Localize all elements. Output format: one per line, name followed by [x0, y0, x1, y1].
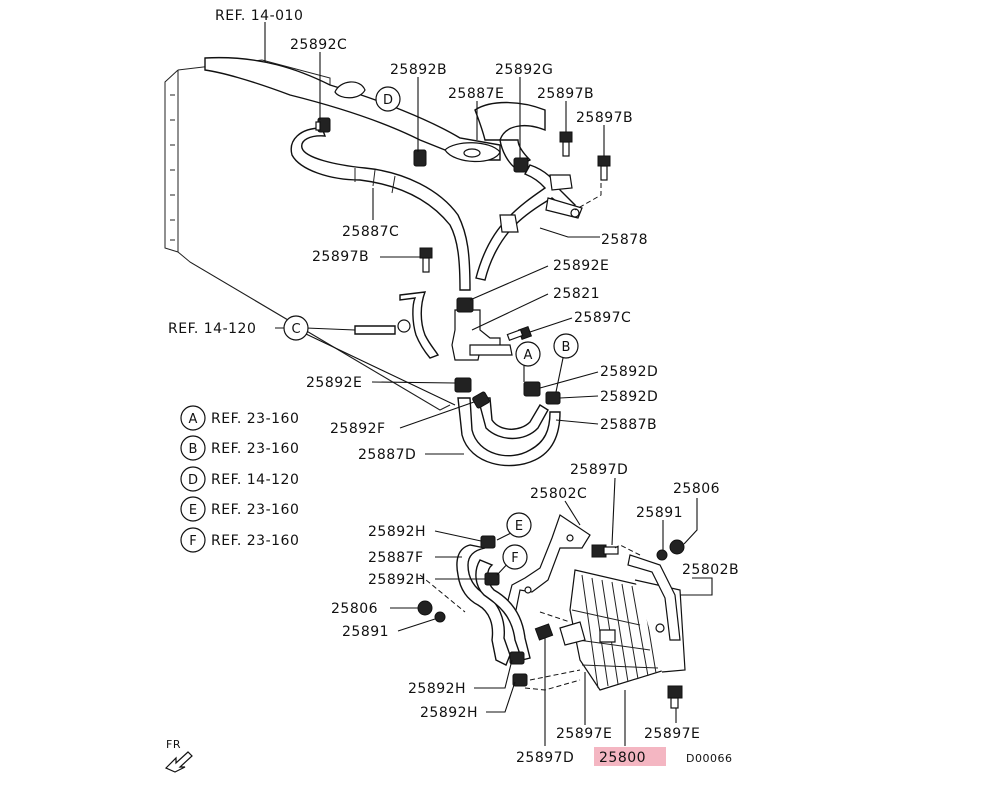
- clamp-25892B: [413, 149, 427, 167]
- part-label-25806-1: 25806: [673, 481, 720, 497]
- clamp-25892G: [513, 157, 529, 173]
- leader-lines: [264, 22, 713, 746]
- part-label-25897B-3: 25897B: [312, 249, 369, 265]
- part-label-25897C: 25897C: [574, 310, 631, 326]
- part-label-25892E-2: 25892E: [306, 375, 362, 391]
- circle-tag-D: D: [375, 86, 401, 112]
- highlight-25800: [594, 747, 666, 766]
- part-label-25897B-2: 25897B: [576, 110, 633, 126]
- bracket-25802C: [504, 514, 591, 616]
- circle-tag-C: C: [283, 315, 309, 341]
- washer-25891-left: [434, 611, 446, 623]
- bolt-25897C: [506, 325, 533, 341]
- part-label-25806-2: 25806: [331, 601, 378, 617]
- bracket-25802B: [627, 554, 681, 641]
- part-label-25892D-1: 25892D: [600, 364, 658, 380]
- part-label-25897B-1: 25897B: [537, 86, 594, 102]
- svg-text:REF. 23-160: REF. 23-160: [211, 441, 299, 457]
- svg-text:E: E: [189, 503, 197, 518]
- svg-text:E: E: [515, 519, 523, 534]
- part-label-25892H-2: 25892H: [368, 572, 426, 588]
- part-label-25892B: 25892B: [390, 62, 447, 78]
- part-label-25887D: 25887D: [358, 447, 416, 463]
- legend-item-D: D REF. 14-120: [180, 466, 299, 492]
- clamp-25892D-2: [545, 391, 561, 405]
- svg-text:REF. 23-160: REF. 23-160: [211, 411, 299, 427]
- svg-text:F: F: [511, 551, 518, 566]
- part-label-25892F: 25892F: [330, 421, 386, 437]
- front-arrow: FR: [164, 738, 193, 773]
- nut-25806-left: [417, 600, 433, 616]
- clamp-25892H-1: [480, 535, 496, 549]
- circle-tag-B: B: [553, 333, 579, 359]
- part-label-25892C: 25892C: [290, 37, 347, 53]
- part-label-25802B: 25802B: [682, 562, 739, 578]
- svg-text:F: F: [189, 534, 196, 549]
- pipe-bracket-left: [354, 291, 440, 359]
- hose-25887D: [457, 397, 561, 467]
- part-label-25892H-1: 25892H: [368, 524, 426, 540]
- svg-text:A: A: [524, 348, 533, 363]
- part-label-25891-1: 25891: [636, 505, 683, 521]
- svg-text:D: D: [383, 93, 393, 108]
- washer-25891-right: [656, 549, 668, 561]
- part-label-25892H-4: 25892H: [420, 705, 478, 721]
- part-label-25892H-3: 25892H: [408, 681, 466, 697]
- legend-item-F: F REF. 23-160: [180, 527, 299, 553]
- bolt-25897D-upper: [591, 544, 619, 558]
- bolt-25897E: [667, 685, 683, 709]
- clamp-25892D-1: [523, 381, 541, 397]
- part-label-25897E-2: 25897E: [644, 726, 700, 742]
- circle-tag-E: E: [506, 512, 532, 538]
- legend: A REF. 23-160 B REF. 23-160 D REF. 14-12…: [180, 405, 299, 553]
- bolt-25897D-lower: [534, 623, 554, 641]
- part-label-25892D-2: 25892D: [600, 389, 658, 405]
- clamp-25892C: [315, 117, 331, 133]
- hose-25887C: [290, 127, 471, 291]
- svg-text:C: C: [291, 322, 300, 337]
- part-label-25897D-1: 25897D: [570, 462, 628, 478]
- svg-text:D: D: [188, 473, 198, 488]
- ref-14-010-label: REF. 14-010: [215, 8, 303, 24]
- ref-14-120-label: REF. 14-120: [168, 321, 256, 337]
- upper-radiator-hose: [204, 56, 501, 163]
- clamp-25892F: [472, 391, 490, 409]
- legend-item-A: A REF. 23-160: [180, 405, 299, 431]
- nut-25806-right: [669, 539, 685, 555]
- circle-tag-F: F: [502, 544, 528, 570]
- circle-tag-A: A: [515, 341, 541, 367]
- clamp-25892H-3: [509, 651, 525, 665]
- pipe-25878: [475, 164, 583, 281]
- svg-text:B: B: [189, 442, 198, 457]
- part-label-25897E-1: 25897E: [556, 726, 612, 742]
- clamp-25892H-4: [512, 673, 528, 687]
- bolt-25897B-1: [559, 131, 573, 157]
- svg-text:FR: FR: [166, 738, 181, 751]
- part-label-25887F: 25887F: [368, 550, 424, 566]
- svg-text:REF. 14-120: REF. 14-120: [211, 472, 299, 488]
- drawing-code: D00066: [686, 752, 732, 765]
- part-label-25887C: 25887C: [342, 224, 399, 240]
- part-label-25821: 25821: [553, 286, 600, 302]
- legend-item-E: E REF. 23-160: [180, 496, 299, 522]
- svg-text:A: A: [189, 412, 198, 427]
- part-label-25800: 25800: [599, 750, 646, 766]
- svg-text:B: B: [562, 340, 571, 355]
- clamp-25892E-lower: [454, 377, 472, 393]
- valve-25821: [451, 297, 513, 361]
- part-label-25897D-2: 25897D: [516, 750, 574, 766]
- part-label-25891-2: 25891: [342, 624, 389, 640]
- svg-text:REF. 23-160: REF. 23-160: [211, 502, 299, 518]
- part-label-25892E: 25892E: [553, 258, 609, 274]
- bolt-25897B-3: [419, 247, 433, 273]
- part-label-25887B: 25887B: [600, 417, 657, 433]
- legend-item-B: B REF. 23-160: [180, 435, 299, 461]
- part-label-25892G: 25892G: [495, 62, 553, 78]
- part-label-25802C: 25802C: [530, 486, 587, 502]
- bolt-25897B-2: [597, 155, 611, 181]
- part-label-25878: 25878: [601, 232, 648, 248]
- part-label-25887E: 25887E: [448, 86, 504, 102]
- svg-text:REF. 23-160: REF. 23-160: [211, 533, 299, 549]
